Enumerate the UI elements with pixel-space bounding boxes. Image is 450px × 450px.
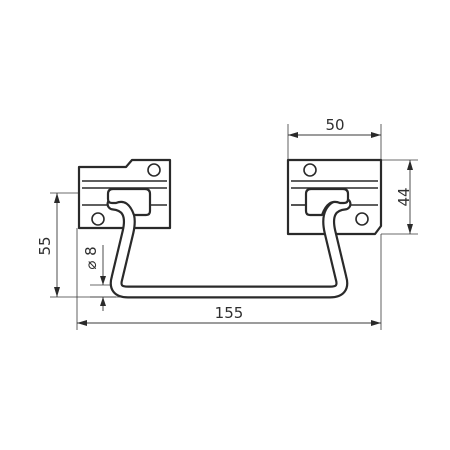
right-plate-top-hole bbox=[303, 163, 317, 177]
left-clamp-saddle bbox=[106, 187, 152, 217]
plate-height-label: 44 bbox=[395, 187, 413, 206]
left-plate-top-hole bbox=[147, 163, 161, 177]
dimension-plate-height: 44 bbox=[395, 160, 413, 234]
overall-length-label: 155 bbox=[215, 304, 244, 322]
rod-diameter-label: ⌀ 8 bbox=[82, 246, 100, 269]
right-plate-bottom-hole bbox=[355, 212, 369, 226]
right-clamp-saddle bbox=[304, 187, 350, 217]
left-plate-bottom-hole bbox=[91, 212, 105, 226]
dimension-rod-diameter: ⌀ 8 bbox=[82, 245, 106, 311]
plate-width-label: 50 bbox=[325, 116, 344, 134]
dimension-handle-height: 55 bbox=[36, 193, 60, 297]
handle-height-label: 55 bbox=[36, 236, 54, 255]
dimension-plate-width: 50 bbox=[288, 116, 381, 138]
handle-bar bbox=[106, 197, 352, 299]
dimension-overall-length: 155 bbox=[77, 304, 381, 326]
